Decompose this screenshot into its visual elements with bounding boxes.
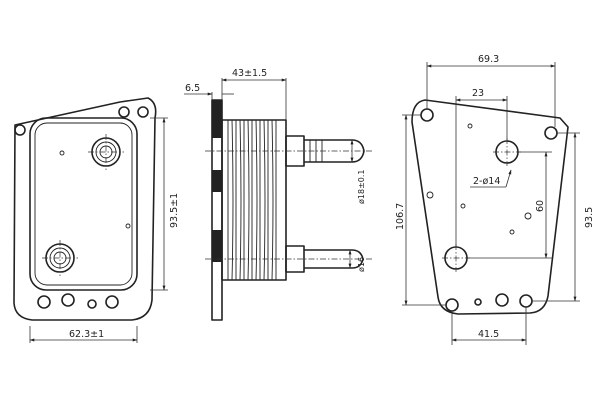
front-small-hole <box>125 223 131 229</box>
side-thickness-label: 43±1.5 <box>232 68 267 79</box>
rear-left-height-label: 106.7 <box>395 203 406 230</box>
rear-bottom-port <box>442 244 470 272</box>
front-height-label: 93.5±1 <box>169 193 180 228</box>
front-view-core-inner <box>34 122 133 286</box>
rear-holes-callout: 2-ø14 <box>470 169 512 188</box>
rear-right-height-label: 93.5 <box>584 207 595 228</box>
front-mount-hole <box>87 299 97 309</box>
rear-view-outline <box>411 99 569 315</box>
front-view-core <box>29 117 138 291</box>
front-view: 62.3±1 93.5±1 <box>13 97 180 343</box>
side-port-bottom-label: ø16 <box>357 257 366 272</box>
rear-small-hole <box>460 203 466 209</box>
side-thickness-dimension: 43±1.5 <box>221 68 287 120</box>
side-view: 43±1.5 6.5 ø18±0.1 ø16 <box>184 68 372 321</box>
rear-small-hole <box>426 191 434 199</box>
side-port-bottom-dimension: ø16 <box>348 249 366 272</box>
side-flange-dimension: 6.5 <box>184 83 234 100</box>
front-mount-hole <box>105 295 119 309</box>
rear-offset-label: 23 <box>472 88 484 99</box>
side-flange-hatch <box>212 100 222 262</box>
rear-width-label: 69.3 <box>478 54 499 65</box>
rear-mount-hole <box>544 126 558 140</box>
front-mount-hole <box>37 295 51 309</box>
rear-width-dimension: 69.3 <box>426 54 556 127</box>
rear-inner-height-dimension: 60 <box>467 151 552 259</box>
side-port-top-dimension: ø18±0.1 <box>350 139 366 205</box>
rear-offset-dimension: 23 <box>455 88 508 247</box>
rear-mount-hole <box>519 294 533 308</box>
front-width-label: 62.3±1 <box>69 329 104 340</box>
rear-bottom-span-dimension: 41.5 <box>451 307 527 345</box>
rear-left-height-dimension: 106.7 <box>395 114 446 306</box>
rear-holes-label: 2-ø14 <box>473 176 500 187</box>
rear-mount-hole <box>445 298 459 312</box>
front-bottom-port <box>42 240 78 276</box>
rear-small-hole <box>467 123 473 129</box>
side-fins <box>227 119 277 281</box>
rear-mount-hole <box>495 293 509 307</box>
rear-bottom-span-label: 41.5 <box>478 329 499 340</box>
front-mount-hole <box>118 106 130 118</box>
front-height-dimension: 93.5±1 <box>150 117 180 291</box>
side-port-top-label: ø18±0.1 <box>357 170 366 205</box>
rear-mount-hole <box>420 108 434 122</box>
side-bottom-port <box>205 245 372 273</box>
rear-small-hole <box>509 229 515 235</box>
side-flange-label: 6.5 <box>185 83 200 94</box>
rear-view: 69.3 23 2-ø14 60 93.5 <box>395 54 595 345</box>
front-width-dimension: 62.3±1 <box>29 326 138 343</box>
rear-inner-height-label: 60 <box>535 200 546 212</box>
front-view-outline <box>13 97 157 321</box>
front-top-port <box>88 134 124 170</box>
front-mount-hole <box>61 293 75 307</box>
rear-mount-hole <box>474 298 482 306</box>
rear-right-height-dimension: 93.5 <box>532 132 595 302</box>
rear-top-port <box>493 138 521 166</box>
front-mount-hole <box>137 106 149 118</box>
front-mount-hole <box>14 124 26 136</box>
rear-small-hole <box>524 212 532 220</box>
side-body <box>221 119 287 281</box>
front-small-hole <box>59 150 65 156</box>
side-top-port <box>205 135 372 167</box>
